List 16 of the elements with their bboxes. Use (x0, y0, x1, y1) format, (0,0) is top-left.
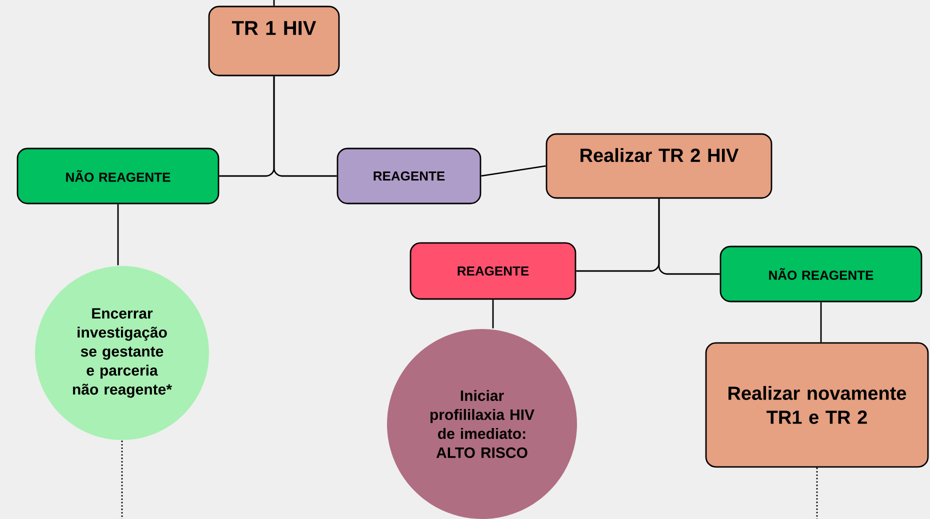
connector-line (121, 440, 123, 519)
connector-line (816, 468, 818, 519)
connector-line (117, 204, 119, 266)
result-box: REAGENTE (336, 148, 482, 204)
connector-line (481, 165, 546, 177)
result-box: NÃO REAGENTE (720, 246, 922, 302)
connector-line (820, 302, 822, 342)
connector-line (492, 300, 494, 328)
result-box: NÃO REAGENTE (16, 148, 220, 204)
connector-line (273, 76, 337, 177)
connector-line (273, 0, 275, 6)
process-box: Realizar novamente TR1 e TR 2 (705, 342, 929, 468)
connector-line (658, 198, 720, 275)
result-box: REAGENTE (410, 242, 576, 300)
process-box: Realizar TR 2 HIV (546, 133, 772, 199)
process-box: TR 1 HIV (208, 6, 340, 76)
